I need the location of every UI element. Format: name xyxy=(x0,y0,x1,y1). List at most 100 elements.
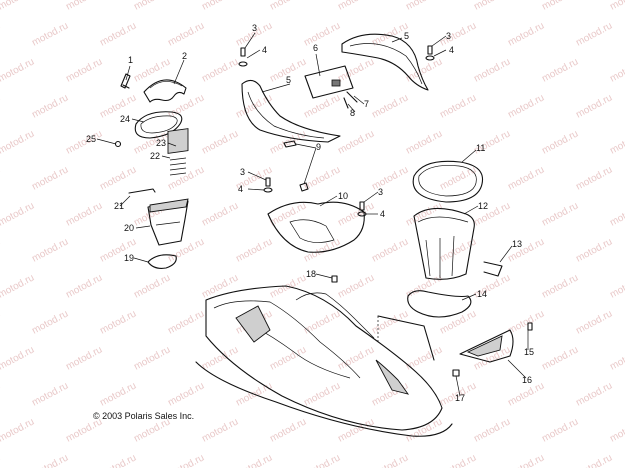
watermark-text: motod.ru xyxy=(370,164,410,192)
part-14-frame xyxy=(407,290,472,318)
callout-4b: 4 xyxy=(449,45,454,55)
callout-20: 20 xyxy=(124,223,134,233)
watermark-text: motod.ru xyxy=(370,452,410,468)
watermark-text: motod.ru xyxy=(30,164,70,192)
watermark-text: motod.ru xyxy=(64,200,104,228)
watermark-text: motod.ru xyxy=(506,20,546,48)
watermark-text: motod.ru xyxy=(302,380,342,408)
callout-3b: 3 xyxy=(446,31,451,41)
watermark-text: motod.ru xyxy=(200,56,240,84)
watermark-text: motod.ru xyxy=(608,272,625,300)
watermark-text: motod.ru xyxy=(370,308,410,336)
hull-deck xyxy=(205,285,443,431)
callout-15: 15 xyxy=(524,347,534,357)
watermark-text: motod.ru xyxy=(30,92,70,120)
watermark-text: motod.ru xyxy=(166,236,206,264)
part-16-bracket xyxy=(459,329,514,363)
part-2-cover xyxy=(143,79,187,103)
watermark-text: motod.ru xyxy=(98,92,138,120)
watermark-text: motod.ru xyxy=(132,0,172,13)
callout-5: 5 xyxy=(286,75,291,85)
callout-16: 16 xyxy=(522,375,532,385)
watermark-text: motod.ru xyxy=(574,164,614,192)
part-8-pin xyxy=(343,97,349,109)
watermark-text: motod.ru xyxy=(506,452,546,468)
watermark-text: motod.ru xyxy=(540,272,580,300)
watermark-text: motod.ru xyxy=(132,344,172,372)
watermark-text: motod.ru xyxy=(404,272,444,300)
watermark-text: motod.ru xyxy=(64,272,104,300)
callout-4d: 4 xyxy=(380,209,385,219)
watermark-text: motod.ru xyxy=(506,308,546,336)
watermark-text: motod.ru xyxy=(234,452,274,468)
callout-1: 1 xyxy=(128,55,133,65)
watermark-text: motod.ru xyxy=(166,380,206,408)
watermark-text: motod.ru xyxy=(540,128,580,156)
callout-23: 23 xyxy=(156,138,166,148)
watermark-text: motod.ru xyxy=(540,200,580,228)
watermark-text: motod.ru xyxy=(64,344,104,372)
part-18-plug xyxy=(331,275,338,283)
callout-19: 19 xyxy=(124,253,134,263)
watermark-text: motod.ru xyxy=(0,92,2,120)
watermark-text: motod.ru xyxy=(608,128,625,156)
watermark-text: motod.ru xyxy=(0,308,2,336)
watermark-text: motod.ru xyxy=(608,344,625,372)
watermark-text: motod.ru xyxy=(608,0,625,13)
watermark-text: motod.ru xyxy=(438,308,478,336)
callout-18: 18 xyxy=(306,269,316,279)
watermark-text: motod.ru xyxy=(98,380,138,408)
watermark-text: motod.ru xyxy=(574,452,614,468)
part-11-seal xyxy=(412,160,484,203)
watermark-text: motod.ru xyxy=(472,416,512,444)
part-1-clip xyxy=(120,73,131,89)
watermark-text: motod.ru xyxy=(336,128,376,156)
watermark-text: motod.ru xyxy=(302,452,342,468)
watermark-text: motod.ru xyxy=(472,0,512,13)
watermark-text: motod.ru xyxy=(608,56,625,84)
watermark-text: motod.ru xyxy=(540,416,580,444)
watermark-text: motod.ru xyxy=(336,272,376,300)
callout-8: 8 xyxy=(350,108,355,118)
watermark-text: motod.ru xyxy=(574,92,614,120)
watermark-text: motod.ru xyxy=(64,128,104,156)
watermark-text: motod.ru xyxy=(404,128,444,156)
watermark-text: motod.ru xyxy=(166,452,206,468)
watermark-text: motod.ru xyxy=(64,56,104,84)
watermark-text: motod.ru xyxy=(98,164,138,192)
watermark-text: motod.ru xyxy=(0,344,36,372)
watermark-text: motod.ru xyxy=(30,452,70,468)
part-21-hose xyxy=(128,188,156,194)
watermark-text: motod.ru xyxy=(166,20,206,48)
watermark-text: motod.ru xyxy=(268,344,308,372)
watermark-text: motod.ru xyxy=(336,56,376,84)
callout-4c: 4 xyxy=(238,184,243,194)
watermark-text: motod.ru xyxy=(200,200,240,228)
watermark-text: motod.ru xyxy=(472,56,512,84)
watermark-text: motod.ru xyxy=(540,56,580,84)
part-20-bin xyxy=(147,200,189,246)
watermark-text: motod.ru xyxy=(200,344,240,372)
watermark-text: motod.ru xyxy=(438,164,478,192)
callout-7: 7 xyxy=(364,99,369,109)
callout-13: 13 xyxy=(512,239,522,249)
watermark-text: motod.ru xyxy=(0,416,36,444)
watermark-text: motod.ru xyxy=(336,344,376,372)
watermark-text: motod.ru xyxy=(0,128,36,156)
watermark-text: motod.ru xyxy=(0,272,36,300)
watermark-text: motod.ru xyxy=(0,236,2,264)
watermark-text: motod.ru xyxy=(30,380,70,408)
watermark-text: motod.ru xyxy=(234,236,274,264)
watermark-text: motod.ru xyxy=(574,380,614,408)
callout-5b: 5 xyxy=(404,31,409,41)
part-17-plug xyxy=(452,369,460,377)
part-10-panel xyxy=(267,201,365,253)
watermark-text: motod.ru xyxy=(0,20,2,48)
part-6-decal xyxy=(304,65,354,99)
watermark-text: motod.ru xyxy=(540,0,580,13)
part-5-fairing-left xyxy=(241,79,341,143)
part-13-handle xyxy=(483,261,503,277)
watermark-text: motod.ru xyxy=(0,0,36,13)
